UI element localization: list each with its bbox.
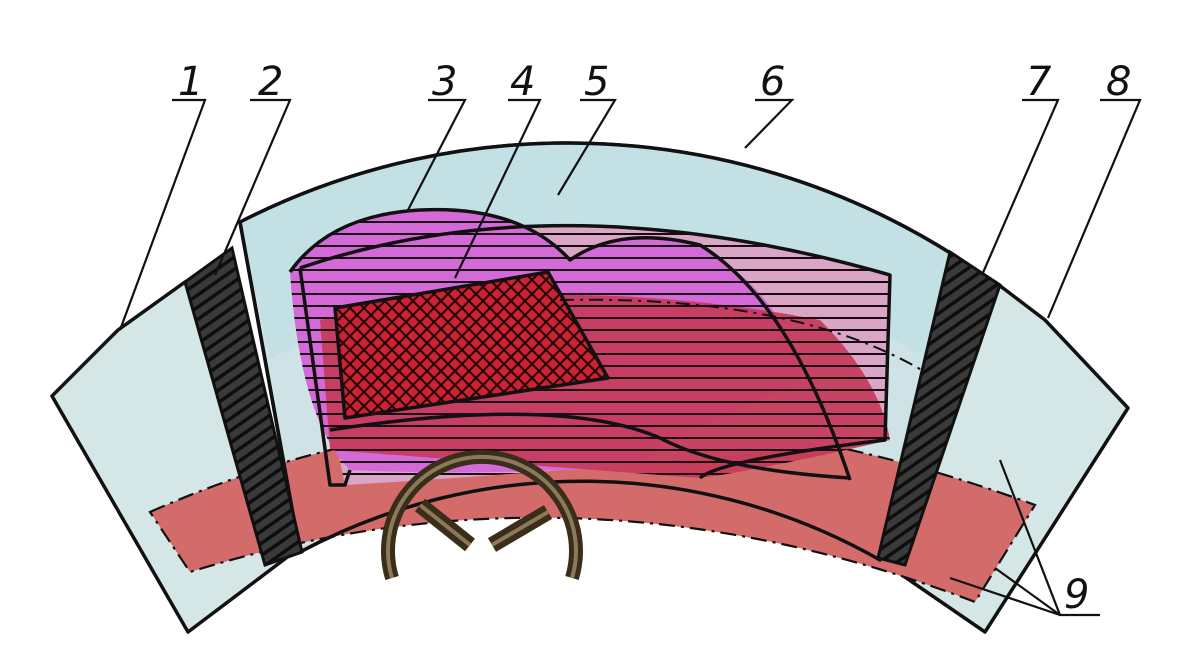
zone-3-outline (288, 207, 852, 481)
label-2: 2 (258, 59, 283, 105)
label-1: 1 (178, 59, 203, 105)
zone-central-outline (298, 267, 851, 487)
leader-lines (118, 98, 1142, 617)
label-7: 7 (1026, 59, 1052, 105)
zone-5-outline (299, 223, 892, 480)
label-8: 8 (1106, 59, 1131, 105)
label-9: 9 (1064, 572, 1089, 618)
label-6: 6 (760, 59, 785, 105)
label-4: 4 (510, 59, 535, 105)
label-5: 5 (584, 59, 609, 105)
zone-4-outline (333, 270, 610, 420)
label-3: 3 (432, 59, 457, 105)
zone-dashed-line (559, 298, 931, 376)
steering-wheel-icon (381, 449, 583, 581)
